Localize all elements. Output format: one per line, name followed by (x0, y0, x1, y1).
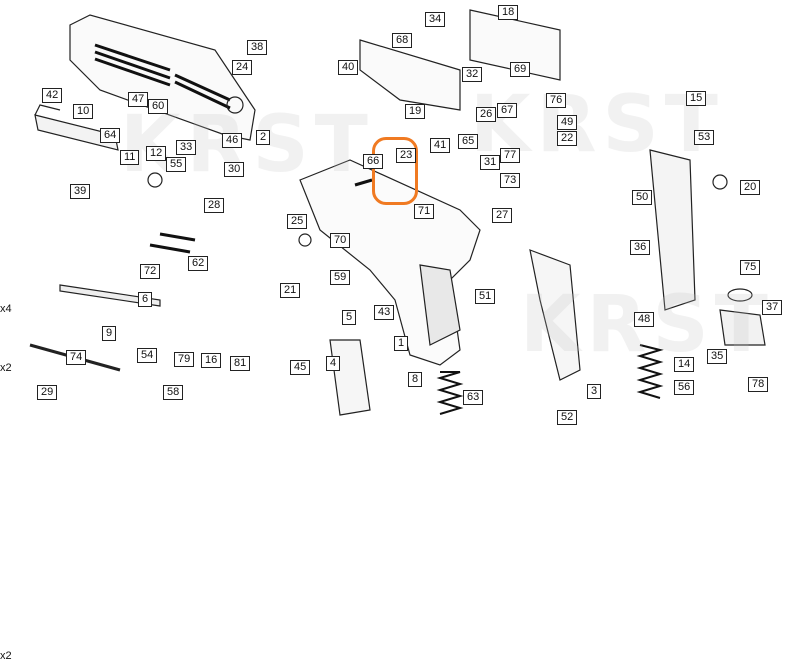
part-callout: 30 (224, 162, 245, 177)
part-callout: 6 (138, 292, 153, 307)
part-callout: 29 (37, 385, 58, 400)
part-callout: 54 (137, 348, 158, 363)
part-callout: 76 (546, 93, 567, 108)
part-callout: 51 (475, 289, 496, 304)
part-callout: 45 (290, 360, 311, 375)
parts-diagram: KRST KRST KRST 3418386840246932421047601… (0, 5, 783, 662)
part-callout: 56 (674, 380, 695, 395)
part-callout: 12 (146, 146, 167, 161)
highlight-ring (372, 137, 418, 205)
part-callout: 49 (557, 115, 578, 130)
part-callout: 3 (587, 384, 602, 399)
part-callout: 67 (497, 103, 518, 118)
part-callout: 26 (476, 107, 497, 122)
part-callout: 48 (634, 312, 655, 327)
part-callout: 58 (163, 385, 184, 400)
part-callout: 66 (363, 154, 384, 169)
part-callout: 59 (330, 270, 351, 285)
part-callout: 16 (201, 353, 222, 368)
part-callout: 15 (686, 91, 707, 106)
part-callout: 32 (462, 67, 483, 82)
part-callout: 38 (247, 40, 268, 55)
part-callout: 1 (394, 336, 409, 351)
part-callout: 2 (256, 130, 271, 145)
part-callout: 62 (188, 256, 209, 271)
part-callout: 72 (140, 264, 161, 279)
part-callout: 22 (557, 131, 578, 146)
part-callout: 31 (480, 155, 501, 170)
part-callout: 34 (425, 12, 446, 27)
quantity-multiplier: x2 (0, 362, 12, 374)
part-callout: 42 (42, 88, 63, 103)
part-callout: 40 (338, 60, 359, 75)
part-callout: 41 (430, 138, 451, 153)
part-callout: 75 (740, 260, 761, 275)
part-callout: 39 (70, 184, 91, 199)
part-callout: 70 (330, 233, 351, 248)
part-callout: 10 (73, 104, 94, 119)
part-callout: 81 (230, 356, 251, 371)
part-callout: 77 (500, 148, 521, 163)
part-callout: 35 (707, 349, 728, 364)
part-callout: 50 (632, 190, 653, 205)
part-callout: 24 (232, 60, 253, 75)
part-callout: 74 (66, 350, 87, 365)
part-callout: 53 (694, 130, 715, 145)
part-callout: 36 (630, 240, 651, 255)
parts-drawing (29, 9, 766, 416)
part-callout: 46 (222, 133, 243, 148)
part-callout: 60 (148, 99, 169, 114)
part-callout: 21 (280, 283, 301, 298)
part-callout: 25 (287, 214, 308, 229)
part-callout: 78 (748, 377, 769, 392)
part-callout: 79 (174, 352, 195, 367)
part-callout: 69 (510, 62, 531, 77)
part-callout: 68 (392, 33, 413, 48)
part-callout: 47 (128, 92, 149, 107)
part-callout: 65 (458, 134, 479, 149)
quantity-multiplier: x4 (0, 303, 12, 315)
part-callout: 64 (100, 128, 121, 143)
part-callout: 73 (500, 173, 521, 188)
part-callout: 19 (405, 104, 426, 119)
part-callout: 11 (120, 150, 140, 165)
part-callout: 23 (396, 148, 417, 163)
part-callout: 71 (414, 204, 435, 219)
quantity-multiplier: x2 (0, 650, 12, 662)
part-callout: 18 (498, 5, 519, 20)
part-callout: 5 (342, 310, 357, 325)
part-callout: 9 (102, 326, 117, 341)
part-callout: 20 (740, 180, 761, 195)
part-callout: 37 (762, 300, 783, 315)
part-callout: 52 (557, 410, 578, 425)
part-callout: 14 (674, 357, 695, 372)
part-callout: 55 (166, 157, 187, 172)
part-callout: 8 (408, 372, 423, 387)
part-callout: 63 (463, 390, 484, 405)
part-callout: 4 (326, 356, 341, 371)
part-callout: 33 (176, 140, 197, 155)
part-callout: 43 (374, 305, 395, 320)
part-callout: 27 (492, 208, 513, 223)
part-callout: 28 (204, 198, 225, 213)
